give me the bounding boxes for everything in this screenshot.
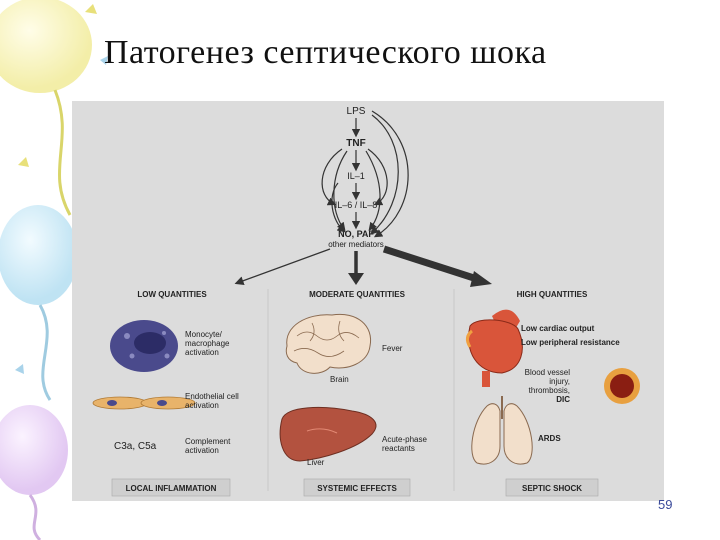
branch-arrows (237, 249, 492, 287)
brain-illustration (286, 314, 370, 373)
blood-vessel-illustration (604, 368, 640, 404)
header-low-quantities: LOW QUANTITIES (137, 290, 207, 299)
label-ards: ARDS (538, 434, 561, 443)
heart-illustration (467, 310, 522, 387)
label-low-cardiac-output: Low cardiac output (521, 324, 595, 333)
header-high-quantities: HIGH QUANTITIES (517, 290, 588, 299)
footer-systemic-effects: SYSTEMIC EFFECTS (317, 484, 397, 493)
label-liver: Liver (307, 458, 325, 467)
cascade-lps: LPS (347, 106, 366, 117)
endothelial-cell-illustration (93, 397, 195, 409)
liver-illustration (280, 407, 376, 461)
sepsis-pathogenesis-figure: LPS TNF IL–1 IL–6 / IL–8 NO, PAF other m… (72, 101, 664, 501)
label-brain: Brain (330, 375, 349, 384)
label-fever: Fever (382, 344, 403, 353)
label-low-peripheral-resistance: Low peripheral resistance (521, 338, 620, 347)
footer-local-inflammation: LOCAL INFLAMMATION (126, 484, 217, 493)
header-moderate-quantities: MODERATE QUANTITIES (309, 290, 406, 299)
slide-title: Патогенез септического шока (104, 34, 547, 72)
cascade-il1: IL–1 (347, 171, 365, 181)
monocyte-illustration (110, 320, 178, 372)
page-number: 59 (658, 497, 672, 512)
lungs-illustration (472, 396, 532, 464)
footer-septic-shock: SEPTIC SHOCK (522, 484, 582, 493)
cascade-other-mediators: other mediators (328, 240, 384, 249)
complement-symbols: C3a, C5a (114, 441, 157, 452)
cascade-arrows (322, 111, 408, 236)
cascade-tnf: TNF (346, 138, 365, 149)
cascade-il6-il8: IL–6 / IL–8 (335, 200, 378, 210)
